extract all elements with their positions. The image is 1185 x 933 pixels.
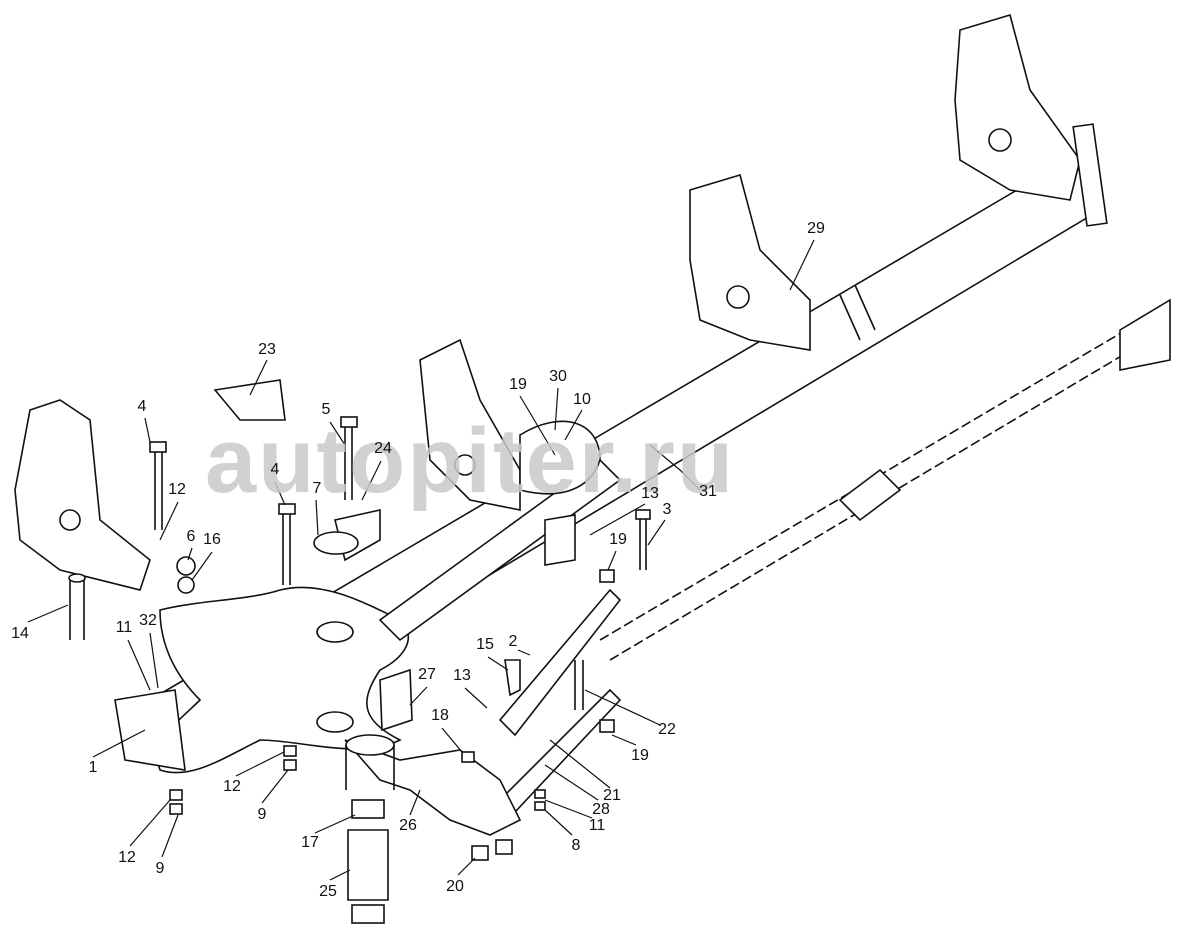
callout-10: 10 — [573, 391, 591, 408]
callout-24: 24 — [374, 440, 392, 457]
callout-12: 12 — [168, 481, 186, 498]
callout-7: 7 — [312, 480, 322, 497]
callout-27: 27 — [418, 666, 436, 683]
callout-30: 30 — [549, 368, 567, 385]
linkage-arms — [344, 420, 622, 836]
callout-31: 31 — [699, 483, 717, 500]
callout-19: 19 — [509, 376, 527, 393]
callout-26: 26 — [399, 817, 417, 834]
callout-6: 6 — [186, 528, 196, 545]
callout-15: 15 — [476, 636, 494, 653]
callout-9: 9 — [155, 860, 165, 877]
callout-20: 20 — [446, 878, 464, 895]
tie-rod — [599, 298, 1171, 661]
callout-25: 25 — [319, 883, 337, 900]
loose-parts — [68, 379, 651, 924]
callout-12: 12 — [118, 849, 136, 866]
callout-17: 17 — [301, 834, 319, 851]
callout-5: 5 — [321, 401, 331, 418]
callout-19: 19 — [609, 531, 627, 548]
callout-13: 13 — [641, 485, 659, 502]
callout-11: 11 — [588, 817, 606, 834]
callout-21: 21 — [603, 787, 621, 804]
plough-brackets — [14, 13, 1108, 591]
callout-4: 4 — [137, 398, 147, 415]
callout-4: 4 — [270, 461, 280, 478]
callout-29: 29 — [807, 220, 825, 237]
callout-32: 32 — [139, 612, 157, 629]
headstock-plate — [114, 586, 409, 774]
callout-19: 19 — [631, 747, 649, 764]
callout-14: 14 — [11, 625, 29, 642]
callout-8: 8 — [571, 837, 581, 854]
leader-lines — [27, 239, 815, 881]
callout-28: 28 — [592, 801, 610, 818]
callout-9: 9 — [257, 806, 267, 823]
callout-1: 1 — [88, 759, 98, 776]
callout-18: 18 — [431, 707, 449, 724]
callout-22: 22 — [658, 721, 676, 738]
callout-11: 11 — [115, 619, 133, 636]
callout-2: 2 — [508, 633, 518, 650]
callout-23: 23 — [258, 341, 276, 358]
callout-12: 12 — [223, 778, 241, 795]
callout-16: 16 — [203, 531, 221, 548]
callout-3: 3 — [662, 501, 672, 518]
callout-13: 13 — [453, 667, 471, 684]
